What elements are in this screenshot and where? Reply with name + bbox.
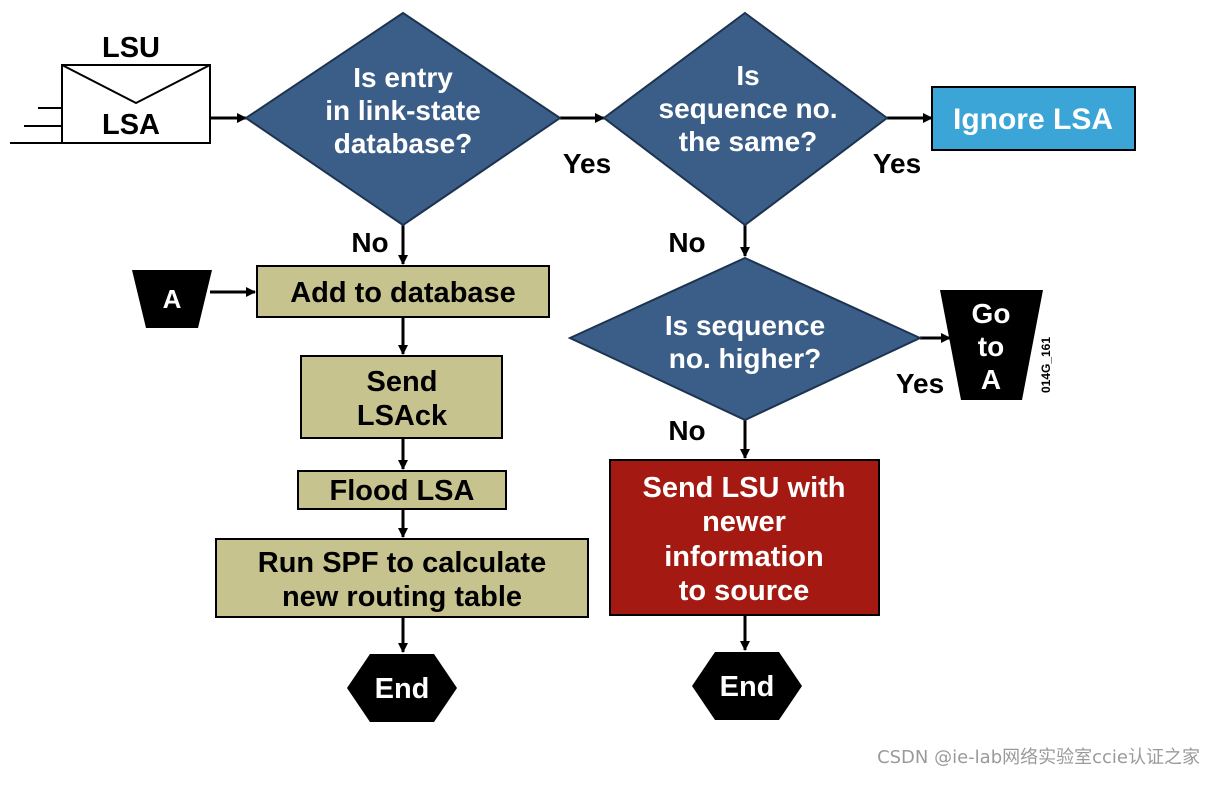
end-right-label: End — [720, 671, 775, 703]
decision-sequence-higher: Is sequence no. higher? — [567, 256, 923, 422]
label-yes-higher: Yes — [896, 368, 944, 399]
decision-diamond — [567, 256, 923, 422]
action-flood-lsa: Flood LSA — [297, 470, 507, 510]
label-no-entry: No — [351, 227, 388, 258]
envelope-flap — [61, 64, 211, 105]
label-yes-same: Yes — [873, 148, 921, 179]
terminator-end-right: End — [692, 652, 802, 720]
watermark-text: CSDN @ie-lab网络实验室ccie认证之家 — [877, 747, 1200, 768]
decision-diamond — [244, 11, 562, 227]
decision-higher-line-1: Is sequence — [665, 310, 825, 341]
decision-entry-line-3: database? — [334, 128, 473, 159]
end-hexagon — [692, 652, 802, 720]
action-box — [215, 538, 589, 618]
decision-same-line-2: sequence no. — [659, 93, 838, 124]
flood-lsa-label: Flood LSA — [330, 475, 475, 507]
action-ignore-lsa: Ignore LSA — [931, 86, 1136, 151]
goto-a-line-2: to — [978, 331, 1004, 362]
send-lsu-line-3: information — [664, 541, 824, 573]
run-spf-line-2: new routing table — [282, 581, 522, 613]
ignore-lsa-label: Ignore LSA — [953, 103, 1113, 136]
action-box — [297, 470, 507, 510]
send-lsack-line-1: Send — [367, 366, 438, 398]
action-box — [931, 86, 1136, 151]
connector-lines — [210, 113, 951, 653]
terminator-end-left: End — [347, 654, 457, 722]
send-lsu-line-2: newer — [702, 506, 786, 538]
end-left-label: End — [375, 673, 430, 705]
connector-a-shape — [132, 270, 212, 328]
decision-sequence-same: Is sequence no. the same? — [602, 11, 889, 227]
goto-a-line-1: Go — [972, 298, 1011, 329]
send-lsu-line-1: Send LSU with — [643, 472, 846, 504]
decision-entry-in-database: Is entry in link-state database? — [244, 11, 562, 227]
action-add-to-database: Add to database — [256, 265, 550, 318]
decision-entry-line-1: Is entry — [353, 62, 453, 93]
connector-a-label: A — [163, 284, 182, 314]
decision-entry-line-2: in link-state — [325, 95, 481, 126]
envelope-lsa-label: LSA — [102, 109, 160, 141]
action-send-lsack: Send LSAck — [300, 355, 503, 439]
figure-id: 014G_161 — [1039, 337, 1053, 393]
label-no-higher: No — [668, 415, 705, 446]
connector-a: A — [132, 270, 212, 328]
label-no-same: No — [668, 227, 705, 258]
action-send-lsu: Send LSU with newer information to sourc… — [609, 459, 880, 616]
envelope-lsu-label: LSU — [102, 32, 160, 64]
lsu-envelope: LSU LSA — [10, 32, 211, 144]
label-yes-entry: Yes — [563, 148, 611, 179]
action-box — [300, 355, 503, 439]
action-box — [609, 459, 880, 616]
goto-a-shape — [940, 290, 1043, 400]
run-spf-line-1: Run SPF to calculate — [258, 547, 546, 579]
decision-diamond — [602, 11, 889, 227]
add-to-database-label: Add to database — [290, 277, 516, 309]
goto-a-line-3: A — [981, 364, 1001, 395]
action-run-spf: Run SPF to calculate new routing table — [215, 538, 589, 618]
decision-same-line-1: Is — [736, 60, 759, 91]
decision-same-line-3: the same? — [679, 126, 818, 157]
send-lsu-line-4: to source — [679, 575, 810, 607]
connector-goto-a: Go to A — [940, 290, 1043, 400]
end-hexagon — [347, 654, 457, 722]
branch-labels: Yes Yes No No Yes No — [351, 148, 944, 446]
send-lsack-line-2: LSAck — [357, 400, 448, 432]
decision-higher-line-2: no. higher? — [669, 343, 821, 374]
action-box — [256, 265, 550, 318]
